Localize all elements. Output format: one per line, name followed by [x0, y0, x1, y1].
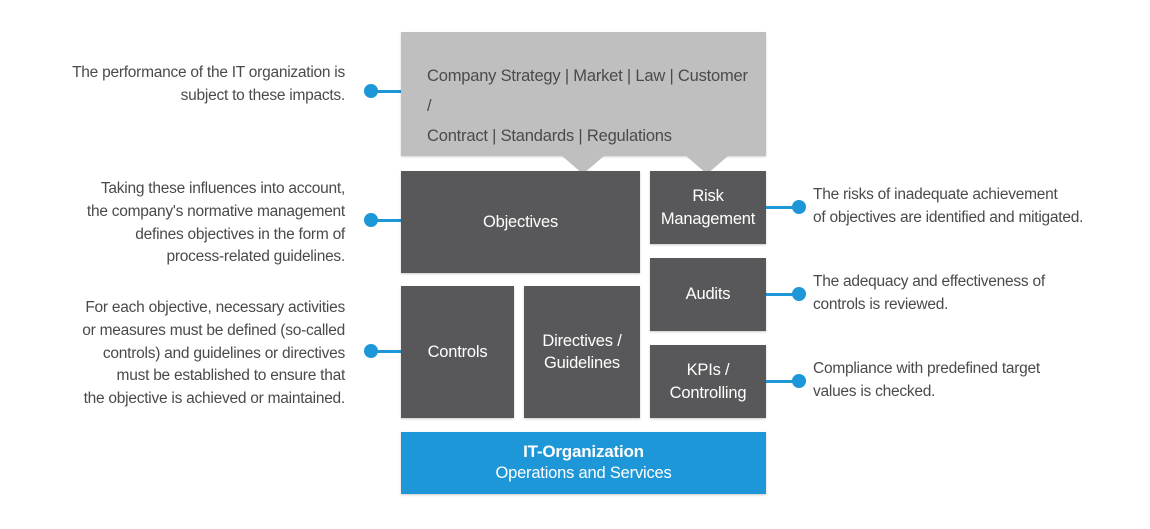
box-objectives[interactable]: Objectives [401, 171, 640, 273]
connector-line [374, 89, 404, 93]
connector-line [766, 205, 798, 209]
bottom-bar-title: IT-Organization [523, 441, 644, 461]
connector-dot-icon [792, 287, 806, 301]
connector-risk [766, 200, 806, 214]
box-kpis-controlling-label: KPIs / Controlling [669, 361, 747, 402]
box-directives-guidelines-label: Directives / Guidelines [542, 331, 622, 372]
connector-impacts [364, 84, 404, 98]
banner-arrow-down-right-icon [686, 156, 728, 174]
connector-audits [766, 287, 806, 301]
connector-dot-icon [364, 213, 378, 227]
box-controls[interactable]: Controls [401, 286, 514, 418]
bottom-bar-subtitle: Operations and Services [495, 464, 672, 483]
top-banner-text: Company Strategy | Market | Law | Custom… [427, 67, 748, 146]
connector-dot-icon [364, 344, 378, 358]
note-controls: For each objective, necessary activities… [82, 299, 345, 408]
note-objectives: Taking these influences into account, th… [86, 180, 345, 266]
box-audits-label: Audits [685, 285, 731, 304]
connector-objectives [364, 213, 404, 227]
bottom-bar-it-organization[interactable]: IT-Organization Operations and Services [401, 432, 766, 494]
box-kpis-controlling[interactable]: KPIs / Controlling [650, 345, 766, 418]
box-risk-management[interactable]: Risk Management [650, 171, 766, 244]
note-risk: The risks of inadequate achievement of o… [813, 186, 1084, 226]
connector-controls [364, 344, 404, 358]
box-directives-guidelines[interactable]: Directives / Guidelines [524, 286, 640, 418]
note-impacts: The performance of the IT organization i… [72, 64, 345, 104]
box-objectives-label: Objectives [482, 212, 559, 231]
note-audits: The adequacy and effectiveness of contro… [813, 273, 1045, 313]
connector-dot-icon [364, 84, 378, 98]
connector-line [374, 218, 404, 222]
top-banner-external-factors: Company Strategy | Market | Law | Custom… [401, 32, 766, 174]
connector-line [766, 379, 798, 383]
banner-arrow-down-left-icon [562, 156, 604, 174]
box-risk-management-label: Risk Management [660, 187, 756, 228]
connector-dot-icon [792, 200, 806, 214]
note-kpis: Compliance with predefined target values… [813, 360, 1040, 400]
connector-dot-icon [792, 374, 806, 388]
connector-kpis [766, 374, 806, 388]
connector-line [766, 292, 798, 296]
box-audits[interactable]: Audits [650, 258, 766, 331]
connector-line [374, 349, 404, 353]
box-controls-label: Controls [427, 342, 488, 361]
